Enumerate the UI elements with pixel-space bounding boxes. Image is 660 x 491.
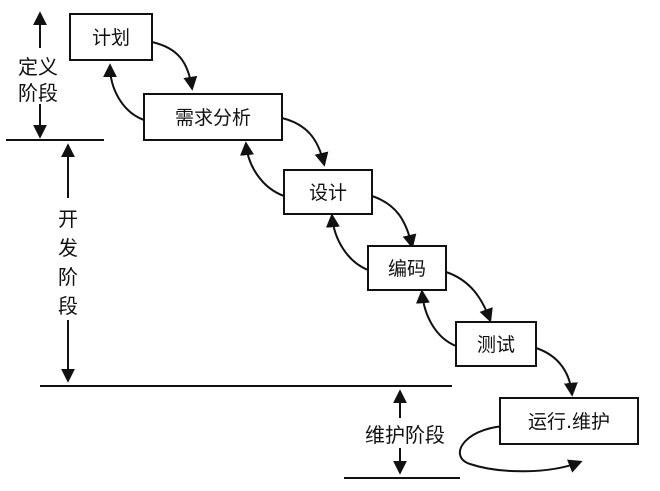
stage-maintenance-box <box>499 397 639 445</box>
stage-requirements: 需求分析 <box>143 93 283 141</box>
stage-plan-box <box>69 13 153 61</box>
arrow-design-to-coding <box>371 195 417 249</box>
development-label-char-2: 发 <box>58 236 78 260</box>
maintenance-phase: 维护阶段 <box>344 389 460 479</box>
feedback-testing-to-coding <box>415 289 457 347</box>
definition-label-line-2: 阶段 <box>18 81 58 105</box>
stage-maintenance: 运行.维护 <box>499 397 639 445</box>
definition-label-line-1: 定义 <box>18 55 58 79</box>
stage-coding: 编码 <box>367 245 447 291</box>
stage-plan-label: 计划 <box>92 27 130 49</box>
definition-phase: 定义 阶段 <box>6 11 104 141</box>
stage-coding-box <box>367 245 447 291</box>
arrow-coding-to-testing <box>445 271 493 323</box>
feedback-requirements-to-plan <box>103 63 145 121</box>
maintenance-loop-arrow <box>458 424 583 473</box>
arrow-requirements-to-design <box>281 117 329 167</box>
development-label-char-3: 阶 <box>58 265 78 289</box>
maintenance-label: 维护阶段 <box>365 423 445 447</box>
feedback-coding-to-design <box>325 213 369 271</box>
development-label-char-1: 开 <box>58 207 78 231</box>
feedback-design-to-requirements <box>240 141 285 197</box>
stage-testing-box <box>455 321 537 367</box>
development-phase: 开 发 阶 段 <box>40 143 452 387</box>
feedback-arrows <box>103 63 583 473</box>
stage-coding-label: 编码 <box>388 258 426 280</box>
forward-arrows <box>151 41 578 397</box>
stage-design-label: 设计 <box>309 182 347 204</box>
stage-design-box <box>283 169 373 215</box>
stage-plan: 计划 <box>69 13 153 61</box>
stage-testing: 测试 <box>455 321 537 367</box>
stage-requirements-box <box>143 93 283 141</box>
stage-maintenance-label: 运行.维护 <box>528 411 610 433</box>
stage-design: 设计 <box>283 169 373 215</box>
arrow-plan-to-requirements <box>151 41 198 91</box>
stage-testing-label: 测试 <box>477 334 515 356</box>
arrow-testing-to-maintenance <box>535 347 578 397</box>
stage-requirements-label: 需求分析 <box>175 107 251 129</box>
development-label-char-4: 段 <box>58 294 78 318</box>
